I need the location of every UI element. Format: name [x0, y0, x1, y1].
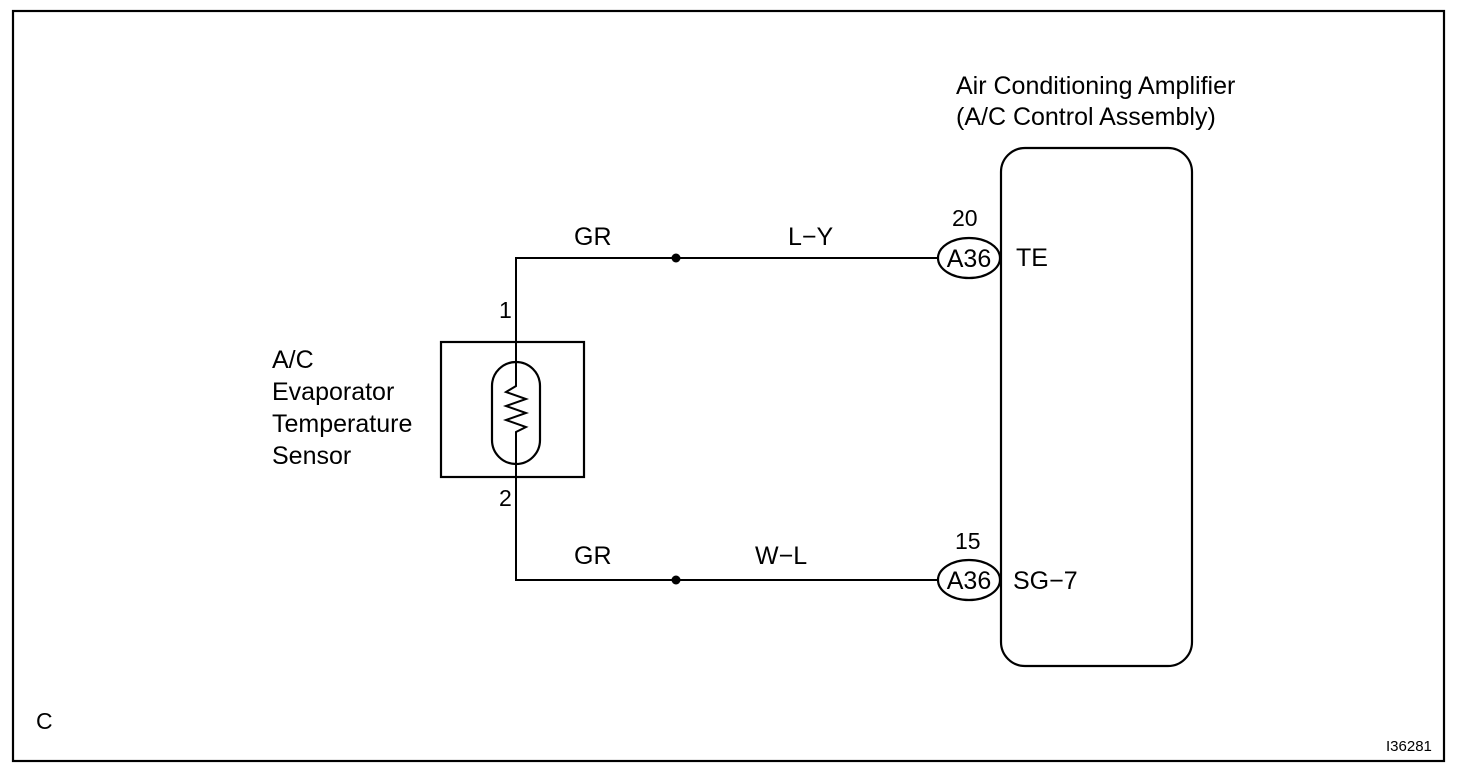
top-wire-left-color: GR: [574, 223, 612, 251]
bottom-wire-left-color: GR: [574, 542, 612, 570]
top-connector-pin-number: 20: [952, 205, 978, 231]
top-wire-right-color: L−Y: [788, 223, 834, 251]
bottom-terminal-name: SG−7: [1013, 567, 1078, 595]
diagram-frame: [11, 9, 1446, 763]
bottom-wire-splice-dot: [671, 575, 681, 585]
top-connector-label: A36: [947, 245, 991, 273]
figure-id: I36281: [1386, 738, 1432, 755]
bottom-connector: [936, 558, 1002, 602]
top-terminal-name: TE: [1016, 244, 1048, 272]
sensor-name-line3: Temperature: [272, 410, 412, 438]
sensor-name-line4: Sensor: [272, 442, 351, 470]
sensor-name-line1: A/C: [272, 346, 314, 374]
sensor-box: [439, 340, 586, 479]
frame-corner-label: C: [36, 708, 53, 734]
bottom-connector-pin-number: 15: [955, 528, 981, 554]
sensor-pin-top: 1: [499, 297, 512, 323]
thermistor-resistor-symbol: [502, 362, 530, 464]
sensor-name-line2: Evaporator: [272, 378, 394, 406]
amplifier-title-line2: (A/C Control Assembly): [956, 103, 1216, 131]
bottom-wire: [515, 464, 938, 581]
sensor-pin-bottom: 2: [499, 485, 512, 511]
top-connector: [936, 236, 1002, 280]
top-wire-splice-dot: [671, 253, 681, 263]
bottom-connector-label: A36: [947, 567, 991, 595]
amplifier-title-line1: Air Conditioning Amplifier: [956, 72, 1235, 100]
top-wire: [515, 257, 938, 362]
bottom-wire-right-color: W−L: [755, 542, 807, 570]
amplifier-box: [999, 146, 1194, 668]
